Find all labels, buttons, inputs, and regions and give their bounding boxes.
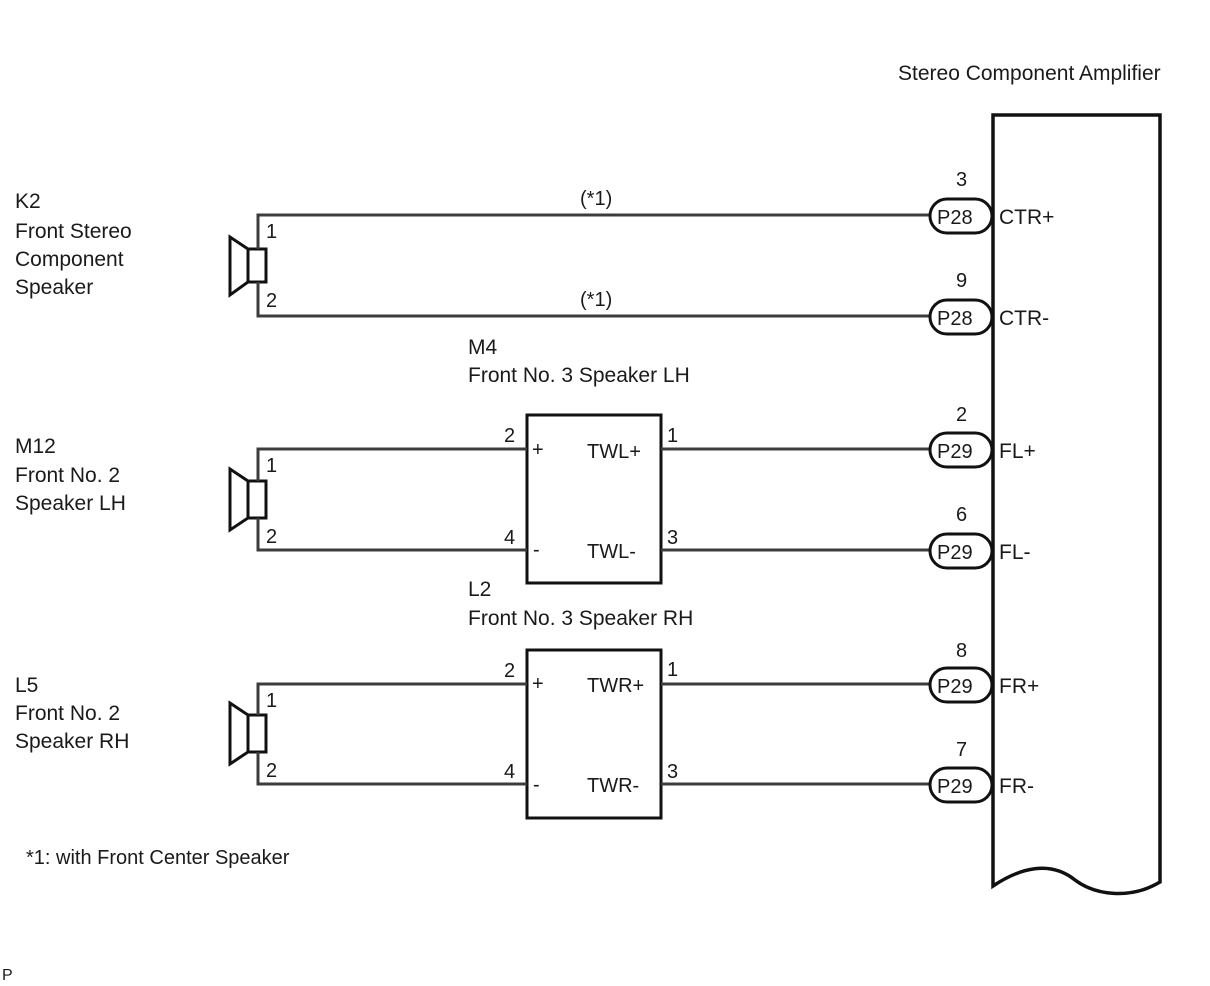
pin-label: 2: [266, 290, 277, 312]
tweeter-m4-box: [525, 413, 663, 585]
terminal-name: FR+: [999, 675, 1039, 698]
amplifier-title: Stereo Component Amplifier: [898, 62, 1161, 85]
speaker-icon: [228, 234, 268, 298]
connector-pin-number: 7: [956, 739, 967, 761]
pin-label: 3: [667, 527, 678, 549]
terminal-twl-plus: TWL+: [587, 441, 641, 463]
connector-pill: [928, 298, 994, 336]
speaker-l5-code: L5: [15, 674, 38, 697]
terminal-name: FL-: [999, 541, 1031, 564]
connector-pill: [928, 532, 994, 570]
connector-pin-number: 9: [956, 270, 967, 292]
footnote: *1: with Front Center Speaker: [26, 847, 290, 869]
pin-label: 2: [266, 760, 277, 782]
tweeter-m4-code: M4: [468, 336, 497, 359]
pin-label: 4: [504, 761, 515, 783]
speaker-l5-name-1: Front No. 2: [15, 702, 120, 725]
speaker-k2-name-2: Component: [15, 248, 124, 271]
tweeter-l2-name: Front No. 3 Speaker RH: [468, 607, 693, 630]
wire-k2-ctr-minus: [256, 282, 930, 318]
pin-label: 2: [266, 526, 277, 548]
connector-pill: [928, 666, 994, 704]
pin-label: 1: [667, 425, 678, 447]
wire-m12-minus: [256, 518, 527, 552]
connector-code: P29: [937, 542, 973, 564]
pin-label: 1: [266, 690, 277, 712]
wire-note: (*1): [580, 289, 612, 311]
polarity-minus: -: [533, 539, 540, 561]
pin-label: 2: [504, 425, 515, 447]
tweeter-l2-box: [525, 648, 663, 820]
connector-fr-plus: 8 P29 FR+: [928, 640, 1039, 704]
speaker-k2-code: K2: [15, 190, 41, 213]
terminal-name: FL+: [999, 440, 1036, 463]
connector-ctr-plus: 3 P28 CTR+: [928, 169, 1054, 235]
pin-label: 1: [667, 659, 678, 681]
amplifier-box: [991, 113, 1162, 896]
connector-fr-minus: 7 P29 FR-: [928, 739, 1034, 804]
wire-m12-plus: [256, 447, 527, 481]
connector-pill: [928, 197, 994, 235]
terminal-twl-minus: TWL-: [587, 541, 636, 563]
terminal-name: FR-: [999, 775, 1034, 798]
speaker-k2-name-1: Front Stereo: [15, 220, 132, 243]
pin-label: 3: [667, 761, 678, 783]
speaker-m12-name-1: Front No. 2: [15, 464, 120, 487]
wire-l5-minus: [256, 752, 527, 786]
connector-code: P29: [937, 676, 973, 698]
tweeter-l2-code: L2: [468, 578, 491, 601]
polarity-plus: +: [532, 439, 544, 461]
wire-l5-plus: [256, 682, 527, 715]
connector-fl-minus: 6 P29 FL-: [928, 504, 1031, 570]
corner-mark: P: [2, 967, 13, 984]
pin-label: 1: [266, 221, 277, 243]
terminal-twr-minus: TWR-: [587, 775, 639, 797]
pin-label: 4: [504, 527, 515, 549]
wire-k2-ctr-plus: [256, 213, 930, 249]
polarity-plus: +: [532, 673, 544, 695]
connector-pin-number: 2: [956, 404, 967, 426]
connector-code: P28: [937, 308, 973, 330]
pin-label: 2: [504, 660, 515, 682]
connector-pill: [928, 431, 994, 469]
speaker-k2-name-3: Speaker: [15, 276, 93, 299]
connector-code: P29: [937, 776, 973, 798]
speaker-l5-name-2: Speaker RH: [15, 730, 129, 753]
connector-code: P29: [937, 441, 973, 463]
connector-pill: [928, 766, 994, 804]
connector-fl-plus: 2 P29 FL+: [928, 404, 1036, 469]
terminal-name: CTR-: [999, 307, 1049, 330]
terminal-name: CTR+: [999, 206, 1054, 229]
speaker-m12-code: M12: [15, 435, 56, 458]
speaker-icon: [228, 700, 268, 767]
tweeter-m4-name: Front No. 3 Speaker LH: [468, 364, 690, 387]
connector-ctr-minus: 9 P28 CTR-: [928, 270, 1049, 336]
wire-note: (*1): [580, 188, 612, 210]
connector-pin-number: 3: [956, 169, 967, 191]
connector-pin-number: 8: [956, 640, 967, 662]
speaker-icon: [228, 466, 268, 533]
connector-code: P28: [937, 207, 973, 229]
pin-label: 1: [266, 455, 277, 477]
speaker-m12-name-2: Speaker LH: [15, 492, 126, 515]
terminal-twr-plus: TWR+: [587, 675, 644, 697]
polarity-minus: -: [533, 774, 540, 796]
connector-pin-number: 6: [956, 504, 967, 526]
